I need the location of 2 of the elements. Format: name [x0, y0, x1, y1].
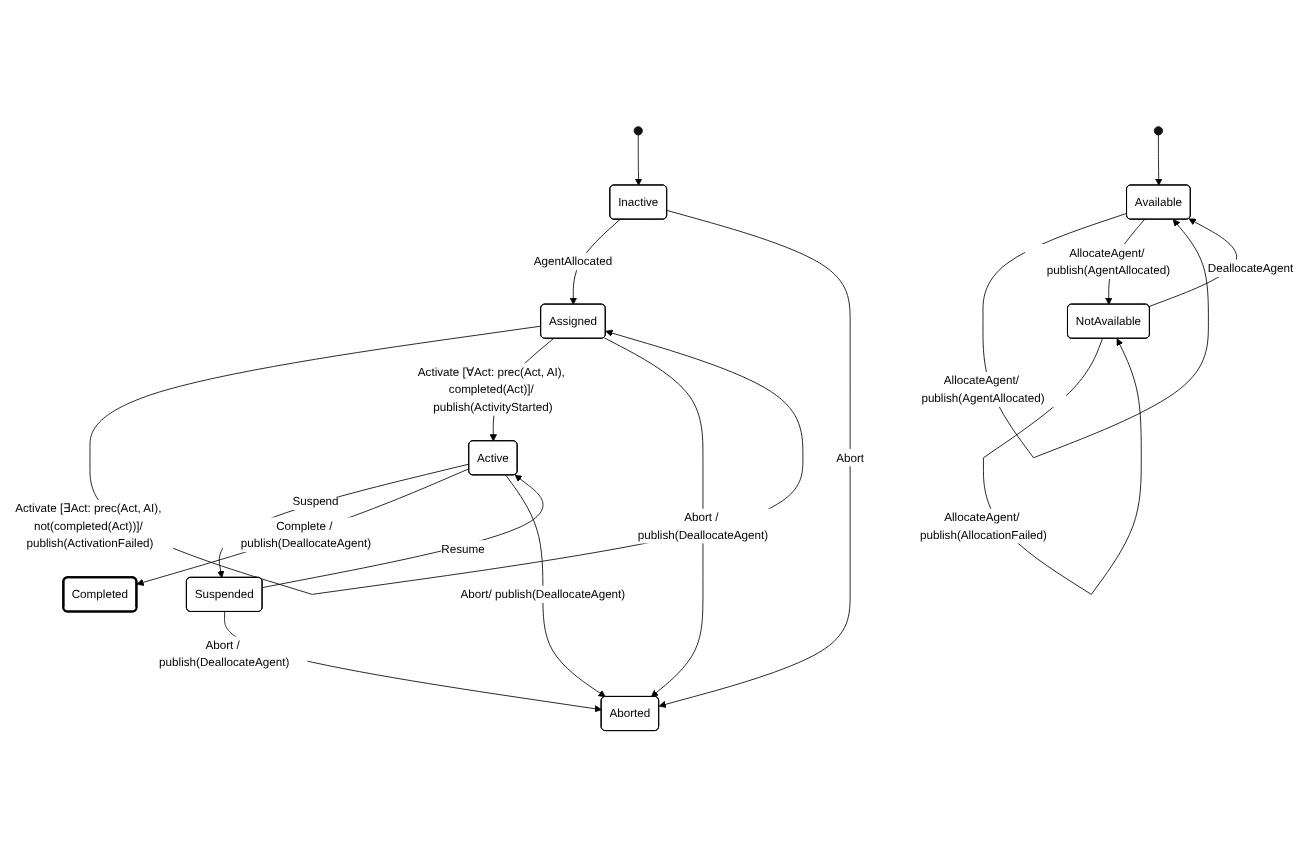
node-circle	[633, 126, 643, 136]
node-circle	[1153, 126, 1163, 136]
